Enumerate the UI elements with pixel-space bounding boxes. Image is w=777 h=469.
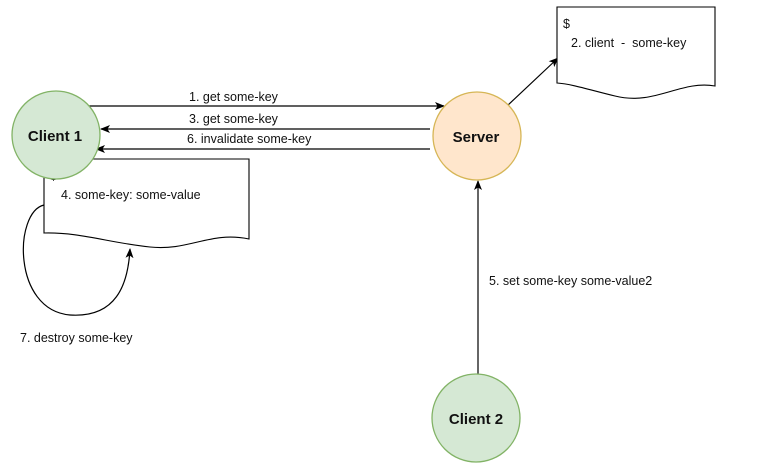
server-cache-entry: 2. client - some-key [571, 36, 687, 50]
label-set-request: 5. set some-key some-value2 [489, 274, 652, 288]
server-label: Server [453, 129, 500, 146]
label-invalidate: 6. invalidate some-key [187, 132, 312, 146]
client1-circle [11, 90, 101, 180]
arrow-destroy-loop [22, 204, 134, 316]
client2-node: Client 2 [431, 373, 521, 463]
client1-node: Client 1 [11, 90, 101, 180]
server-cache-shape [556, 6, 716, 99]
client2-circle [431, 373, 521, 463]
client2-label: Client 2 [449, 411, 503, 428]
client1-cache-shape [43, 158, 250, 249]
client1-cache-entry: 4. some-key: some-value [61, 188, 201, 202]
client1-cache-note: $ 4. some-key: some-value [43, 158, 250, 249]
label-destroy: 7. destroy some-key [20, 331, 133, 345]
label-get-request: 1. get some-key [189, 90, 279, 104]
server-cache-prompt: $ [563, 17, 570, 31]
server-circle [432, 91, 522, 181]
server-cache-note: $ 2. client - some-key [556, 6, 716, 99]
label-get-response: 3. get some-key [189, 112, 279, 126]
server-node: Server [432, 91, 522, 181]
arrow-server-to-cache [506, 57, 559, 107]
client1-label: Client 1 [28, 128, 82, 145]
